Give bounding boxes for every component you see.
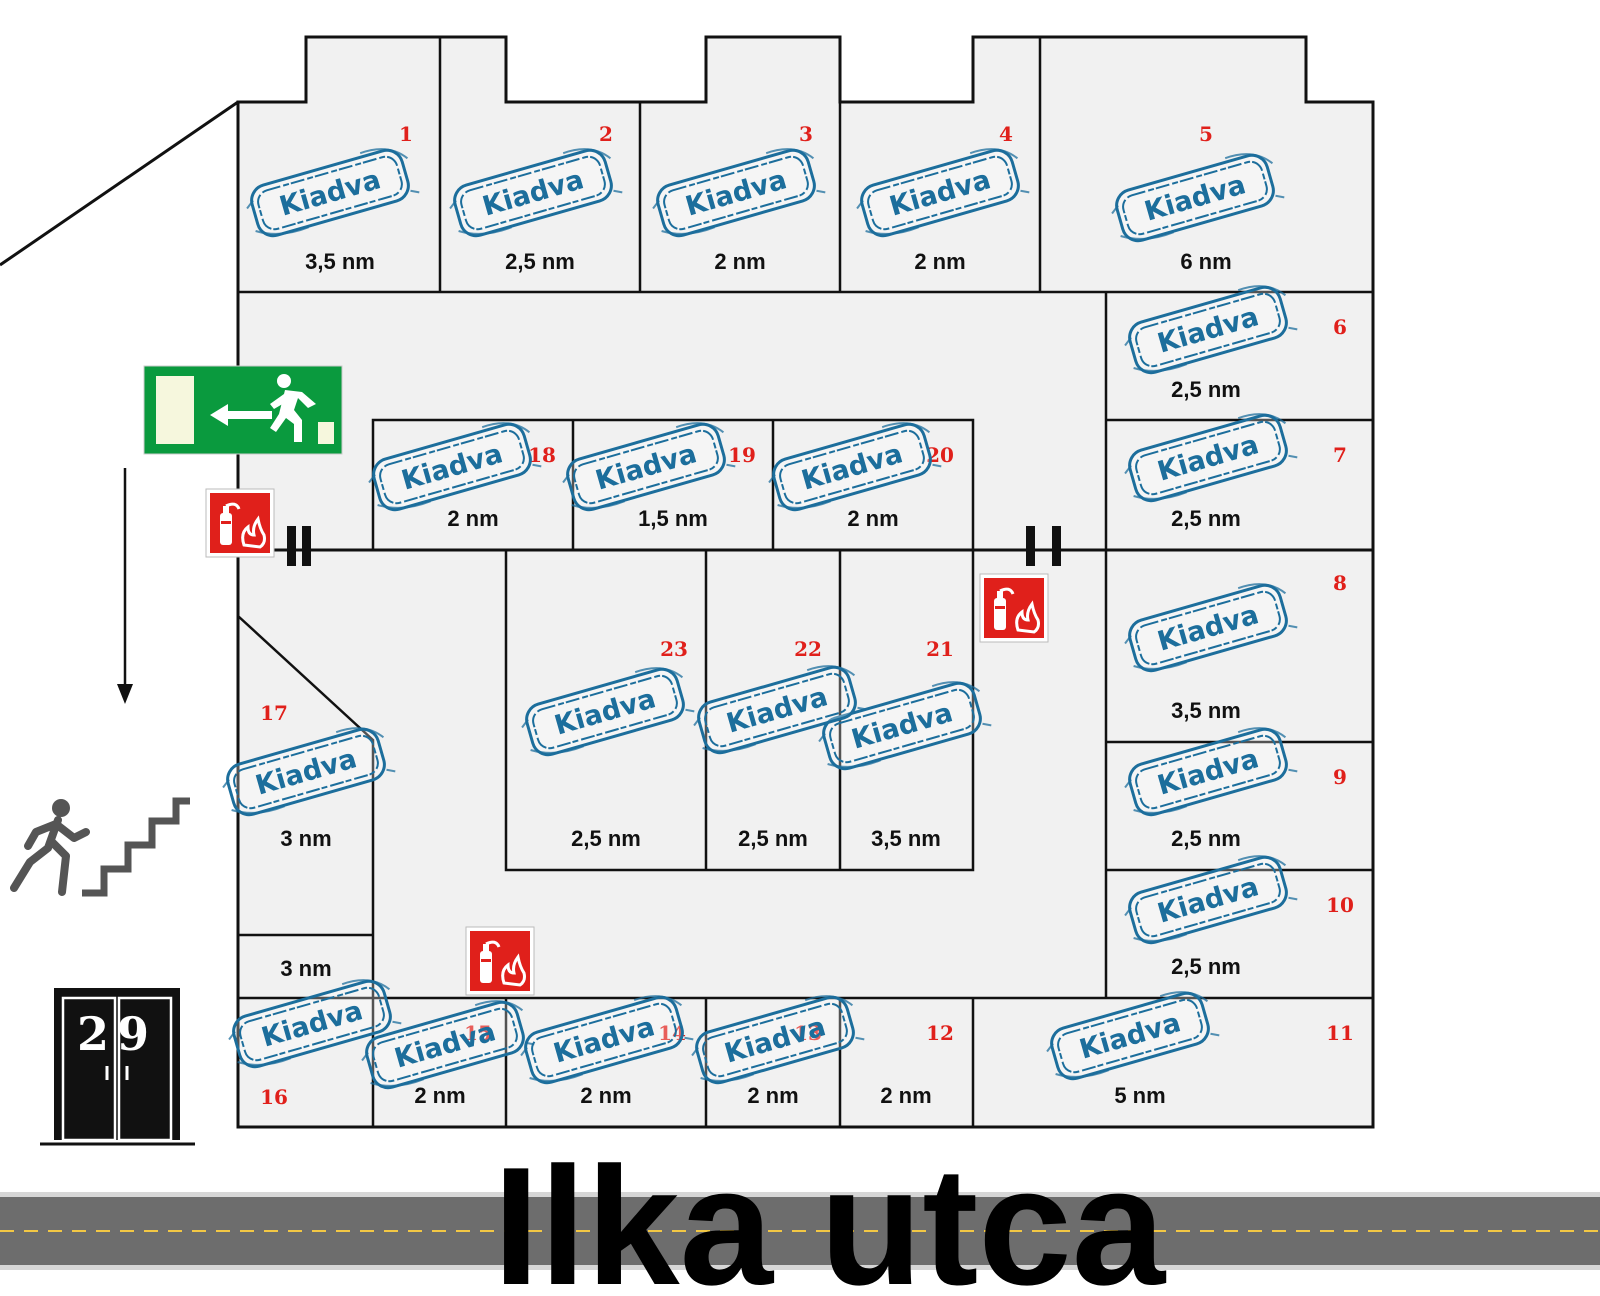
room-area: 2,5 nm: [505, 249, 575, 274]
room-number: 18: [528, 443, 556, 467]
room-number: 9: [1333, 765, 1347, 789]
room-area: 3 nm: [280, 826, 331, 851]
room-number: 5: [1199, 122, 1213, 146]
room-area: 2,5 nm: [1171, 506, 1241, 531]
room-3[interactable]: 3 2 nm Kiadva: [645, 122, 828, 274]
room-area: 2,5 nm: [571, 826, 641, 851]
room-number: 3: [799, 122, 813, 146]
door-icon: 29: [40, 988, 195, 1146]
room-area: 3,5 nm: [1171, 698, 1241, 723]
room-number: 21: [926, 637, 954, 661]
room-number: 10: [1326, 893, 1354, 917]
room-18[interactable]: 18 2 nm Kiadva: [361, 412, 556, 531]
fire-extinguisher-icon: [464, 925, 536, 997]
room-number: 4: [999, 122, 1013, 146]
room-number: 7: [1333, 443, 1347, 467]
room-number: 16: [260, 1085, 288, 1109]
room-area: 3,5 nm: [871, 826, 941, 851]
room-area: 2 nm: [414, 1083, 465, 1108]
room-area: 2,5 nm: [738, 826, 808, 851]
street: Ilka utca: [0, 1132, 1600, 1296]
room-number: 6: [1333, 315, 1347, 339]
room-area: 2 nm: [447, 506, 498, 531]
room-area: 2,5 nm: [1171, 826, 1241, 851]
fire-extinguisher-icon: [204, 487, 276, 559]
room-area: 2 nm: [714, 249, 765, 274]
corridor-door-marker: [287, 526, 1061, 566]
stairs-icon: [10, 797, 190, 897]
room-area: 2,5 nm: [1171, 954, 1241, 979]
room-area: 2 nm: [914, 249, 965, 274]
room-number: 8: [1333, 571, 1347, 595]
room-number: 12: [926, 1021, 954, 1045]
room-number: 17: [260, 701, 288, 725]
room-area: 2 nm: [847, 506, 898, 531]
room-area: 2 nm: [580, 1083, 631, 1108]
room-number: 2: [599, 122, 613, 146]
room-area: 5 nm: [1114, 1083, 1165, 1108]
room-15[interactable]: 15 2 nm Kiadva: [354, 990, 537, 1108]
room-12[interactable]: 12 2 nm: [880, 1021, 954, 1108]
room-area: 2 nm: [880, 1083, 931, 1108]
building-number: 29: [77, 1007, 157, 1061]
room-number: 1: [399, 122, 413, 146]
room-area: 3 nm: [280, 956, 331, 981]
room-area: 2,5 nm: [1171, 377, 1241, 402]
external-diagonal-wall: [0, 100, 239, 267]
room-area: 3,5 nm: [305, 249, 375, 274]
room-number: 11: [1326, 1021, 1354, 1045]
room-number: 23: [660, 637, 688, 661]
room-number: 19: [728, 443, 756, 467]
room-area: 6 nm: [1180, 249, 1231, 274]
room-area: 2 nm: [747, 1083, 798, 1108]
room-number: 22: [794, 637, 822, 661]
room-area: 1,5 nm: [638, 506, 708, 531]
arrow-down-icon: [117, 468, 133, 704]
exit-sign-icon: [143, 365, 343, 455]
street-name: Ilka utca: [493, 1132, 1167, 1296]
fire-extinguisher-icon: [978, 572, 1050, 644]
